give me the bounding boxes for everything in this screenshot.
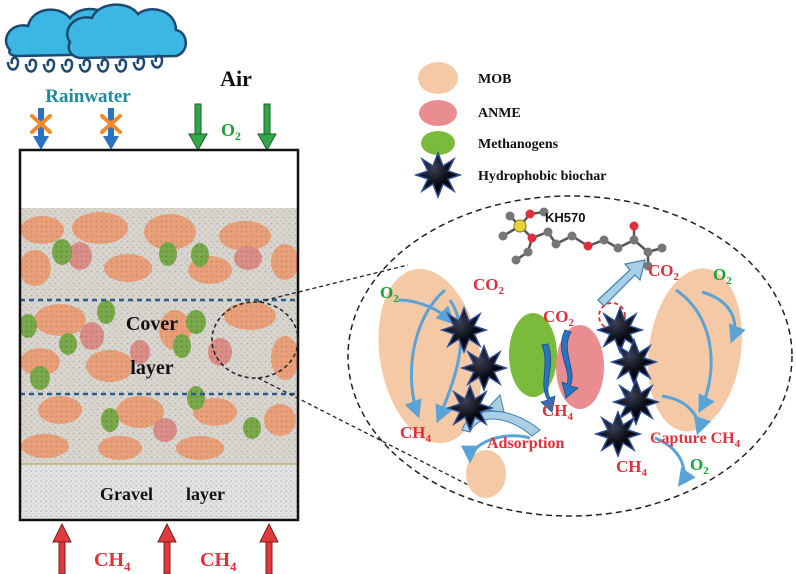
legend-label-anme: ANME — [478, 106, 521, 121]
ch4-up-arrow — [259, 522, 279, 574]
rainwater-label: Rainwater — [45, 86, 131, 107]
o2-bottom-label: O2 — [690, 455, 709, 477]
grafting-site-marker — [598, 302, 626, 330]
ch4-up-arrow — [157, 522, 177, 574]
biochar-particles-right — [593, 305, 661, 459]
kh570-label: KH570 — [545, 210, 585, 225]
cover-layer-label-2: layer — [130, 357, 173, 379]
ch4-bottom-right-label: CH4 — [200, 549, 237, 574]
o2-right-label: O2 — [713, 265, 732, 287]
soil-column — [18, 148, 300, 522]
rain-cloud-icon — [4, 3, 187, 73]
cover-layer-label-1: Cover — [126, 313, 178, 335]
kh570-atoms — [498, 207, 667, 271]
o2-left-label: O2 — [380, 283, 399, 305]
zoom-ellipse — [347, 195, 793, 517]
mob-cell-right — [648, 268, 742, 432]
co2-mid-label: CO2 — [543, 307, 575, 329]
syntrophy-arrows — [540, 329, 579, 413]
legend-label-mob: MOB — [478, 72, 511, 87]
ch4-zoom-bottom-label: CH4 — [616, 457, 648, 479]
co2-right-label: CO2 — [648, 261, 680, 283]
block-cross-icon — [30, 114, 52, 134]
biochar-particles-left — [439, 305, 509, 433]
ch4-up-arrow — [52, 522, 72, 574]
block-cross-icon — [100, 114, 122, 134]
capture-ch4-label: Capture CH4 — [650, 430, 741, 450]
legend-label-methanogens: Methanogens — [478, 137, 559, 152]
biochar-star-icon — [413, 150, 463, 200]
co2-left-label: CO2 — [473, 275, 505, 297]
legend-label-biochar: Hydrophobic biochar — [478, 169, 607, 184]
air-label: Air — [220, 66, 252, 91]
cover-layer-particles — [19, 212, 299, 460]
ch4-bottom-left-label: CH4 — [94, 549, 131, 574]
methanogen-circle-icon — [421, 131, 455, 155]
zoom-source-circle — [211, 301, 299, 379]
anme-circle-icon — [419, 100, 457, 126]
adsorption-label: Adsorption — [487, 435, 564, 452]
ch4-zoom-left-label: CH4 — [400, 423, 432, 445]
ch4-zoom-mid-label: CH4 — [542, 401, 574, 423]
grafting-arrow — [597, 259, 646, 307]
mob-cell-small — [466, 450, 506, 498]
mob-circle-icon — [418, 62, 458, 94]
zoom-detail: KH570 — [347, 195, 793, 517]
air-arrow-left — [188, 103, 208, 152]
air-arrow-right — [257, 103, 277, 152]
gravel-layer — [20, 464, 298, 520]
o2-top-label: O2 — [221, 120, 241, 143]
legend: MOB ANME Methanogens Hydrophobic biochar — [413, 62, 607, 200]
mob-flow-arrows — [397, 288, 746, 487]
